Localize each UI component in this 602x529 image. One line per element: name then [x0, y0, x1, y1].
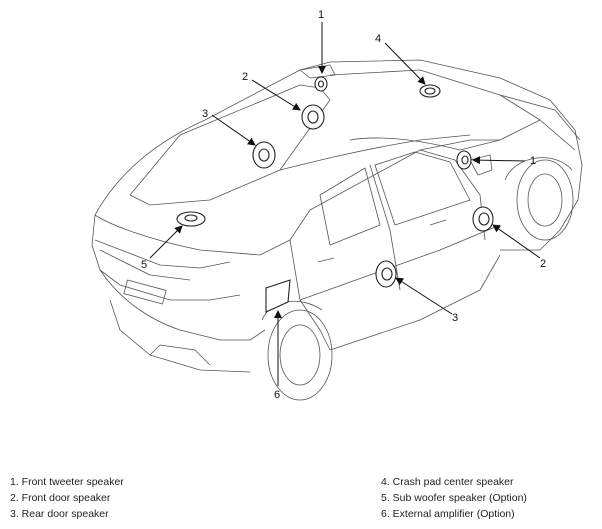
- callout-6: 6: [274, 389, 280, 401]
- callout-2-top: 2: [242, 71, 248, 83]
- leader-lines: [149, 22, 541, 386]
- callout-2-right: 2: [540, 258, 546, 270]
- callout-1-right: 1: [530, 155, 536, 167]
- front-door-speaker-right: [472, 206, 494, 232]
- legend-item: 2. Front door speaker: [10, 492, 111, 504]
- car-speaker-diagram: 1 2 3 4 5 1 2 3 6: [91, 9, 583, 401]
- callout-5: 5: [141, 259, 147, 271]
- callout-3-top: 3: [202, 108, 208, 120]
- legend-item: 4. Crash pad center speaker: [381, 476, 514, 488]
- front-tweeter-speaker-right: [456, 150, 472, 170]
- car-outline: [91, 59, 583, 401]
- callout-3-right: 3: [452, 312, 458, 324]
- legend-item: 6. External amplifier (Option): [381, 508, 515, 520]
- legend-left: 1. Front tweeter speaker 2. Front door s…: [10, 474, 124, 522]
- callout-4: 4: [375, 33, 381, 45]
- legend-right: 4. Crash pad center speaker 5. Sub woofe…: [381, 474, 527, 522]
- callout-1-top: 1: [318, 9, 324, 21]
- legend-item: 1. Front tweeter speaker: [10, 476, 124, 488]
- legend-item: 3. Rear door speaker: [10, 508, 109, 520]
- rear-door-speaker-right: [375, 260, 397, 288]
- legend-item: 5. Sub woofer speaker (Option): [381, 492, 527, 504]
- crash-pad-center-speaker: [419, 84, 441, 98]
- front-tweeter-speaker-left: [314, 76, 328, 92]
- rear-door-speaker-left: [252, 141, 276, 169]
- sub-woofer-speaker: [176, 211, 206, 227]
- external-amplifier: [265, 279, 291, 313]
- front-door-speaker-left: [301, 104, 325, 130]
